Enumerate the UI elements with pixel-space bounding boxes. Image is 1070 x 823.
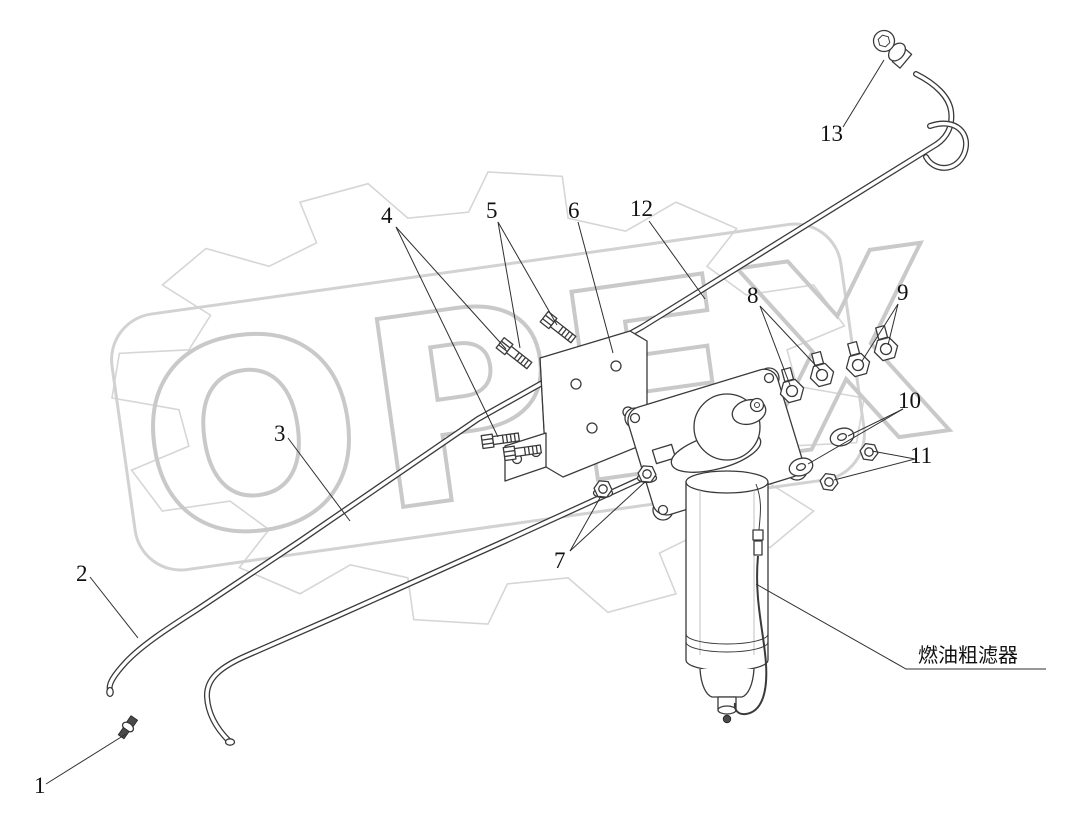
- filter-canister: [685, 470, 769, 724]
- callout-8: 8: [747, 283, 759, 308]
- callout-11: 11: [910, 443, 932, 468]
- callout-13: 13: [820, 121, 843, 146]
- gear-watermark-outline: [112, 172, 864, 624]
- callout-2: 2: [76, 561, 88, 586]
- callout-4: 4: [381, 203, 393, 228]
- pipe-end-cap: [224, 738, 236, 746]
- callout-3: 3: [274, 421, 286, 446]
- banjo-bolt: [872, 29, 913, 69]
- primer-knob: [749, 397, 765, 413]
- callout-9: 9: [897, 280, 909, 305]
- sensor-wire: [733, 483, 768, 716]
- callout-7: 7: [554, 548, 566, 573]
- pipe-end-cap: [106, 686, 114, 698]
- fuel-pipe-secondary: [203, 470, 657, 746]
- watermark: OPEX: [110, 172, 971, 624]
- leader-lines: [45, 59, 1046, 785]
- canister-bottom-cup: [699, 668, 755, 698]
- filter-pump-head: [670, 393, 767, 473]
- filter-label: 燃油粗滤器: [918, 643, 1018, 667]
- callout-12: 12: [630, 196, 653, 221]
- callout-5: 5: [486, 198, 498, 223]
- callout-1: 1: [34, 773, 46, 798]
- drain-plug: [722, 714, 732, 724]
- fuel-pipe-main: [106, 71, 955, 698]
- callout-6: 6: [568, 198, 580, 223]
- small-elbow-fitting: [117, 715, 139, 740]
- filter-label-leader: [755, 583, 1046, 670]
- callout-10: 10: [898, 388, 921, 413]
- pipe-hook-clip: [923, 120, 969, 171]
- callouts: 1 2 3 4 5 6 7 8 9 10 11 12 13: [34, 121, 932, 798]
- outlet-stub: [651, 443, 677, 465]
